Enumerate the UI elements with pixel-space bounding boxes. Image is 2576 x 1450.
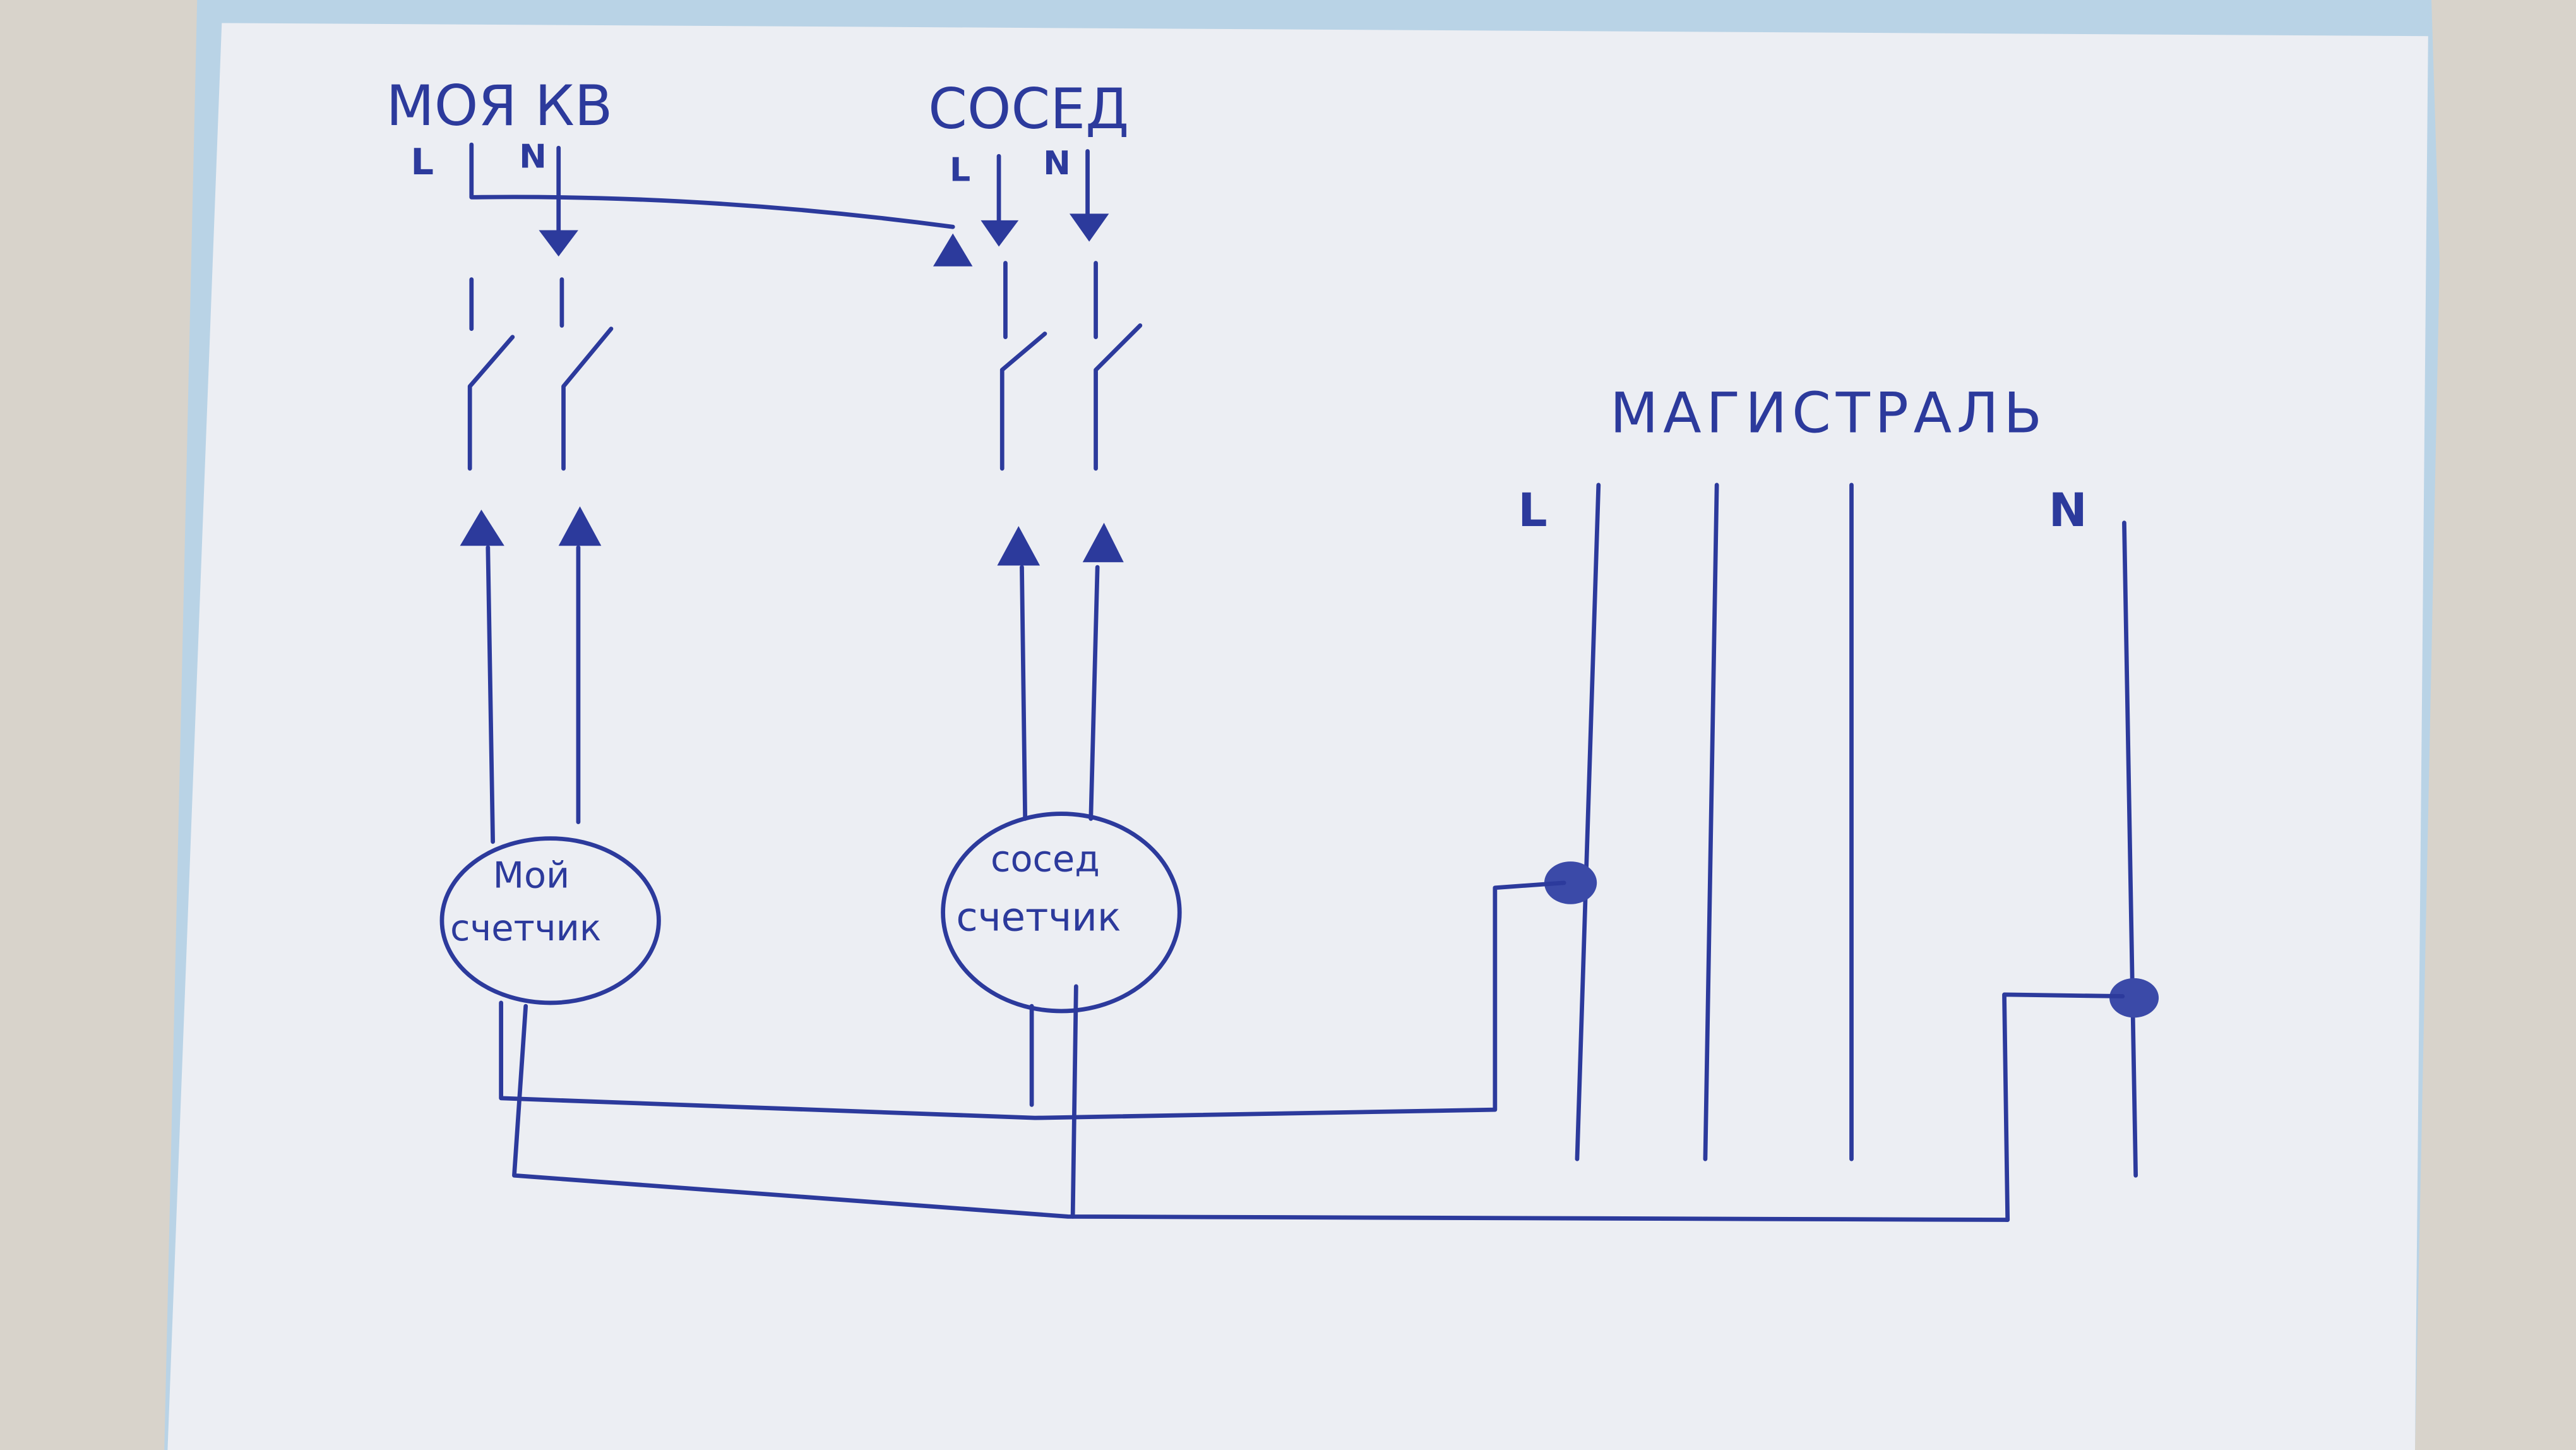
arrow-up-icon [558,506,602,546]
my-apartment-title: МОЯ КВ [386,73,612,138]
neighbor-meter: сосед счетчик [941,812,1182,1014]
arrow-up-icon [997,526,1041,566]
neighbor-title: СОСЕД [928,76,1129,141]
arrow-down-icon [1069,213,1109,242]
mains-l-label: L [1518,484,1547,537]
neighbor-meter-line2: счетчик [956,894,1121,940]
arrow-down-icon [539,230,578,257]
my-meter-line2: счетчик [450,907,601,949]
paper-sheet [167,23,2428,1450]
arrow-up-icon [933,233,973,267]
arrow-down-icon [981,220,1019,247]
mains-n-label: N [2049,484,2087,537]
neighbor-meter-line1: сосед [991,838,1100,880]
arrow-up-icon [460,509,504,546]
input-wires [469,142,1109,267]
connection-point-l [1544,861,1597,904]
my-n-label: N [519,138,547,176]
meter-feed-wires [460,506,1124,844]
meter-output-wires [499,880,2125,1222]
neighbor-l-label: L [950,151,970,189]
arrow-up-icon [1082,522,1124,563]
my-meter-line1: Мой [493,854,570,897]
mains-title: МАГИСТРАЛЬ [1610,381,2047,446]
circuit-breakers [467,261,1143,471]
my-meter: Мой счетчик [439,836,661,1005]
connection-point-n [2109,978,2159,1018]
mains-bus [1544,482,2159,1178]
my-l-label: L [411,141,434,183]
neighbor-n-label: N [1043,145,1071,183]
